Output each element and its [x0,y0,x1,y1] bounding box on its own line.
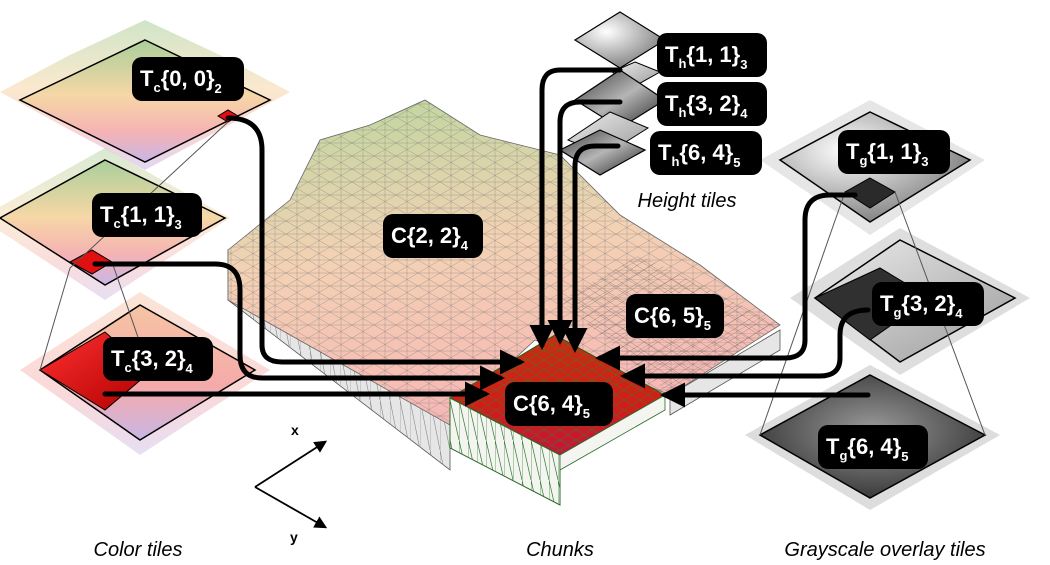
label-c22-text: C{2, 2}4 [391,223,469,253]
label-th64: Th{6, 4}5 [650,131,762,175]
label-th32-text: Th{3, 2}4 [665,91,748,121]
label-tc00: Tc{0, 0}2 [132,57,244,101]
label-tg64: Tg{6, 4}5 [818,425,928,469]
caption-chunks: Chunks [526,539,594,561]
label-tg11: Tg{1, 1}3 [838,130,950,174]
label-tc11-text: Tc{1, 1}3 [100,202,182,232]
label-tc00-text: Tc{0, 0}2 [140,66,222,96]
label-tg11-text: Tg{1, 1}3 [846,139,928,169]
tile-labels: Tc{0, 0}2Tc{1, 1}3Tc{3, 2}4 C{2, 2}4C{6, … [92,33,984,469]
label-c64-text: C{6, 4}5 [513,391,590,421]
label-tc32: Tc{3, 2}4 [103,337,213,381]
height-tiles-group [558,11,667,176]
label-th32: Th{3, 2}4 [657,82,767,126]
label-th64-text: Th{6, 4}5 [658,140,740,170]
axis-indicator: x y [254,422,328,545]
caption-height-tiles: Height tiles [638,190,737,212]
connection-arrows [92,67,871,408]
label-tg32-text: Tg{3, 2}4 [880,291,963,321]
caption-color-tiles: Color tiles [94,539,183,561]
label-tg64-text: Tg{6, 4}5 [826,434,908,464]
label-c65: C{6, 5}5 [626,294,724,338]
label-c65-text: C{6, 5}5 [634,303,711,333]
label-th11-text: Th{1, 1}3 [665,42,747,72]
label-c64: C{6, 4}5 [505,382,613,426]
axis-x-label: x [291,422,299,438]
label-c22: C{2, 2}4 [383,214,483,258]
caption-grayscale-tiles: Grayscale overlay tiles [784,539,985,561]
label-tg32: Tg{3, 2}4 [872,282,984,326]
axis-y-label: y [290,529,298,545]
label-tc11: Tc{1, 1}3 [92,193,202,237]
label-tc32-text: Tc{3, 2}4 [111,346,194,376]
label-th11: Th{1, 1}3 [657,33,767,77]
